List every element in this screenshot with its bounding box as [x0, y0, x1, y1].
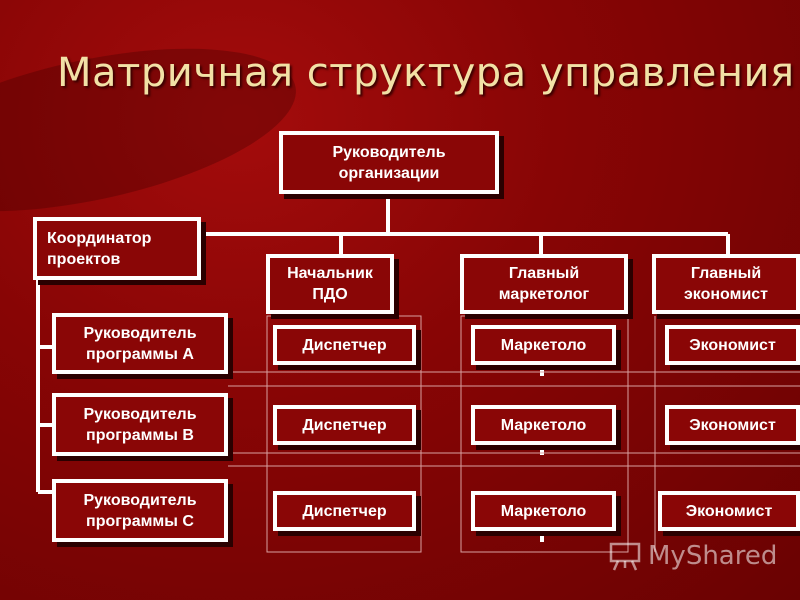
chief-marketer-box: Главный маркетолог	[460, 254, 628, 314]
watermark-text: MyShared	[648, 541, 778, 571]
head-pdo-box: Начальник ПДО	[266, 254, 394, 314]
chief-economist-box: Главный экономист	[652, 254, 800, 314]
dispatcher-box-a: Диспетчер	[273, 325, 416, 365]
marketer-box-b: Маркетоло	[471, 405, 616, 445]
coordinator-box: Координатор проектов	[33, 217, 201, 280]
marketer-box-c: Маркетоло	[471, 491, 616, 531]
page-title: Матричная структура управления	[57, 50, 795, 96]
program-b-box: Руководитель программы В	[52, 393, 228, 456]
marketer-box-a: Маркетоло	[471, 325, 616, 365]
dispatcher-box-b: Диспетчер	[273, 405, 416, 445]
economist-box-c: Экономист	[658, 491, 800, 531]
presentation-icon	[609, 542, 641, 571]
economist-box-a: Экономист	[665, 325, 800, 365]
dispatcher-box-c: Диспетчер	[273, 491, 416, 531]
program-a-box: Руководитель программы А	[52, 313, 228, 374]
program-c-box: Руководитель программы С	[52, 479, 228, 542]
ceo-box: Руководитель организации	[279, 131, 499, 194]
economist-box-b: Экономист	[665, 405, 800, 445]
watermark: MyShared	[608, 540, 777, 572]
